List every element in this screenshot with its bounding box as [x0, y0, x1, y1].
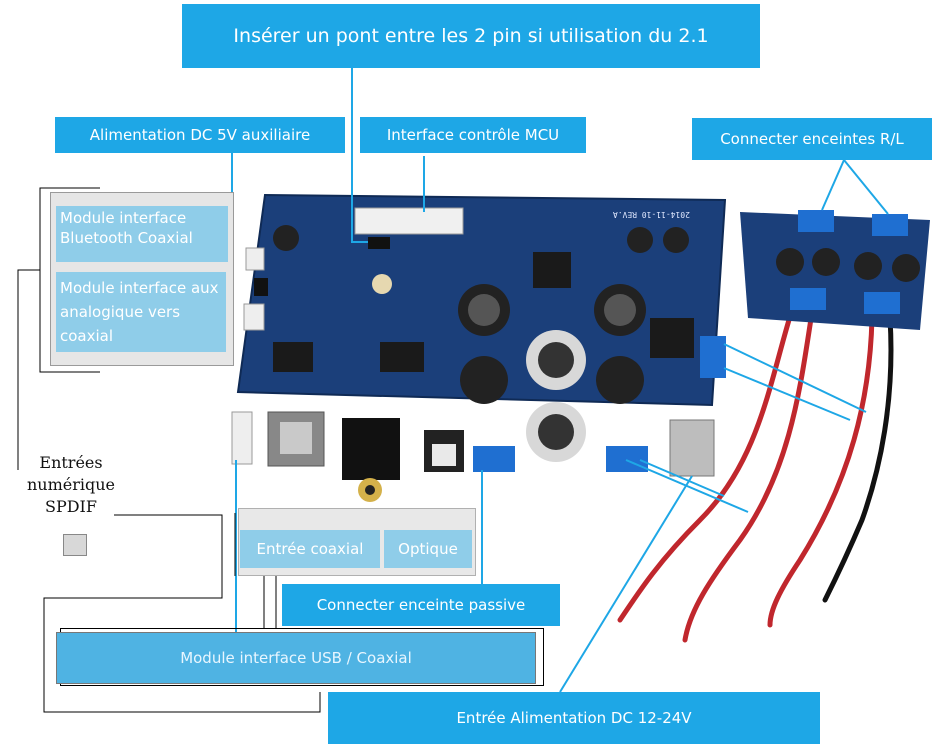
coax-input-label: Entrée coaxial	[240, 530, 380, 568]
bluetooth-module-label: Module interface Bluetooth Coaxial	[56, 206, 228, 262]
passive-speaker-label: Connecter enceinte passive	[282, 584, 560, 626]
optical-input-label: Optique	[384, 530, 472, 568]
bracket-lines	[17, 187, 321, 713]
main-pcb	[231, 193, 727, 502]
spdif-inputs-label: Entrées numérique SPDIF	[26, 453, 116, 516]
bridge-jumper-label: Insérer un pont entre les 2 pin si utili…	[182, 4, 760, 68]
aux-5v-power-label: Alimentation DC 5V auxiliaire	[55, 117, 345, 153]
board-revision-text: 2014-11-10 REV.A	[613, 210, 690, 219]
speakers-rl-label: Connecter enceintes R/L	[692, 118, 932, 160]
spdif-checkbox[interactable]	[63, 534, 87, 556]
mcu-interface-label: Interface contrôle MCU	[360, 117, 586, 153]
speaker-board	[740, 210, 930, 330]
analog-module-label: Module interface aux analogique vers coa…	[56, 272, 226, 352]
usb-module-label: Module interface USB / Coaxial	[56, 632, 536, 684]
leader-lines	[231, 68, 889, 693]
dc-power-input-label: Entrée Alimentation DC 12-24V	[328, 692, 820, 744]
